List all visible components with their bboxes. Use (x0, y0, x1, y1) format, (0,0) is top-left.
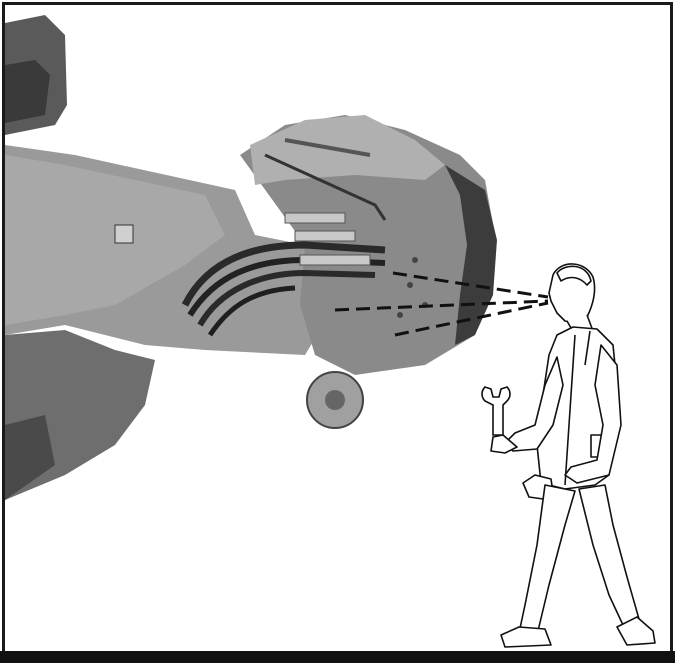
bottom-rule (0, 651, 675, 663)
illustration-canvas (5, 5, 670, 651)
wrench-icon (482, 387, 510, 435)
technician-figure (491, 264, 655, 647)
machine-photo (5, 15, 497, 500)
